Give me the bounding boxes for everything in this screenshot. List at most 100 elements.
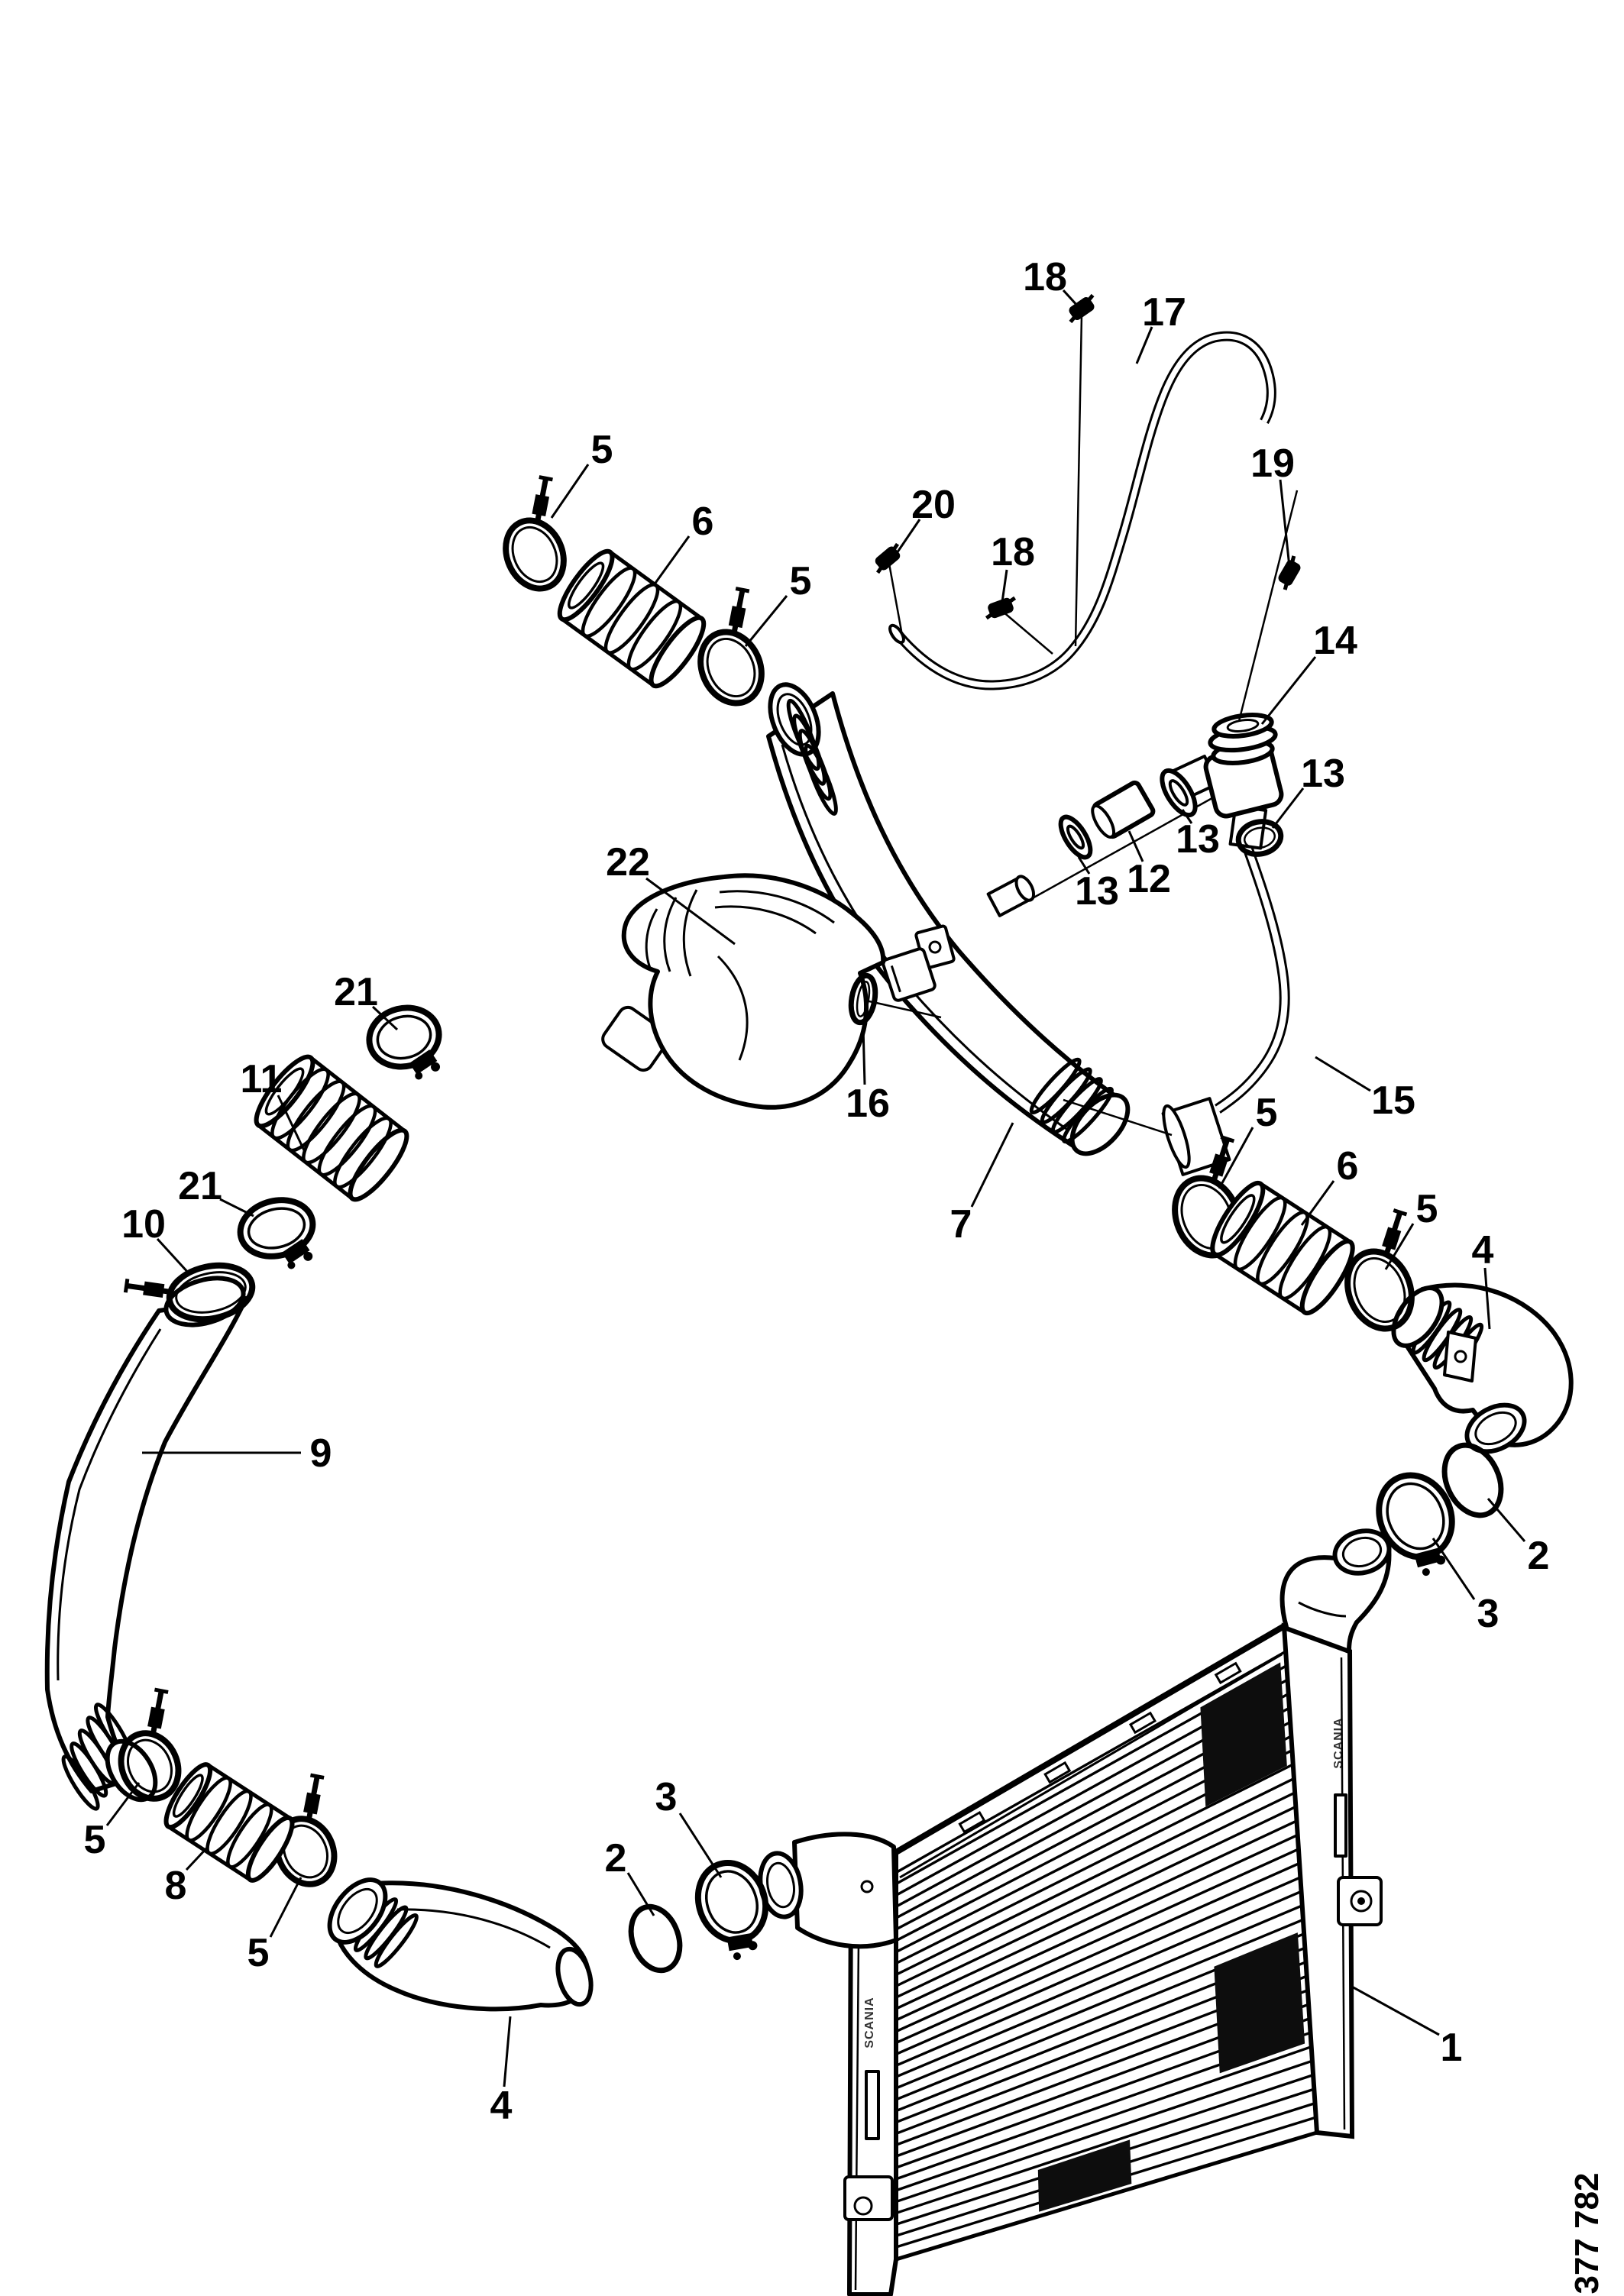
callout-label: 15: [1371, 1078, 1415, 1123]
hose-22-band-line-1: [719, 890, 835, 924]
callout-label: 4: [1472, 1228, 1494, 1273]
callout-label: 22: [606, 840, 650, 884]
callout-leader: [269, 1877, 302, 1938]
cooler-fin: [895, 1833, 1299, 2022]
callout-leader: [1487, 1498, 1526, 1542]
vclamp-ring-inner: [376, 1014, 432, 1060]
part-fitting-12: [1091, 780, 1156, 839]
clamp-band-inner: [175, 1271, 247, 1314]
clamp-band-inner: [1353, 1256, 1406, 1324]
callout-label: 17: [1142, 290, 1186, 335]
bellows-convolution: [302, 1091, 361, 1165]
right-tank-slot: [1334, 1793, 1347, 1858]
part-molded-hose-22: [601, 873, 937, 1110]
callout-18: 18: [1023, 255, 1080, 309]
callout-label: 1: [1441, 2026, 1463, 2070]
cooler-outlet-elbow: [792, 1832, 898, 1949]
inlet-elbow-crease: [1298, 1601, 1347, 1618]
part-vclamp-21b: [237, 1197, 316, 1269]
callout-leader: [1279, 479, 1291, 568]
right-bracket-bolt: [1357, 1897, 1365, 1905]
callout-label: 16: [846, 1082, 890, 1126]
bellows-convolution: [603, 583, 660, 655]
callout-10: 10: [121, 1202, 191, 1276]
callout-15: 15: [1315, 1056, 1415, 1123]
bellows-mouth-inner: [1220, 1194, 1256, 1244]
valve-assembly-axis-line: [1029, 779, 1244, 901]
callout-leader: [550, 464, 590, 519]
callout-leader: [970, 1122, 1014, 1208]
ring-inner: [1244, 826, 1276, 849]
callout-6: 6: [1300, 1144, 1359, 1226]
callout-14: 14: [1260, 619, 1357, 725]
callout-5: 5: [550, 428, 613, 519]
callout-13: 13: [1176, 809, 1220, 862]
vclamp-lug: [726, 1933, 754, 1952]
cooler-fin: [895, 1904, 1303, 2078]
callout-22: 22: [606, 840, 736, 946]
hose-22-rib-1: [645, 908, 658, 971]
hose-22-body: [621, 873, 886, 1110]
cooler-fin: [895, 2059, 1313, 2204]
part-vclamp-3b: [694, 1859, 769, 1961]
callout-leader: [862, 1026, 866, 1085]
part-oring-2b: [628, 1903, 683, 1974]
cooler-top-frame: [894, 1623, 1286, 1855]
callout-label: 13: [1176, 817, 1220, 862]
callout-leader: [892, 519, 921, 558]
callout-leader: [1350, 1984, 1440, 2036]
callout-leader: [1181, 809, 1193, 824]
part-bellows-8: [163, 1762, 295, 1883]
clip-tail: [985, 596, 1017, 620]
cooler-dark-patch: [1037, 2139, 1132, 2212]
callout-leader: [219, 1198, 254, 1218]
callout-17: 17: [1135, 290, 1186, 364]
part-elbow-4-left: [327, 1877, 594, 2012]
callout-label: 18: [1023, 255, 1067, 299]
callout-1: 1: [1350, 1984, 1463, 2070]
clamp-screw-housing: [728, 606, 746, 629]
part-hose-17: [888, 331, 1276, 690]
callout-5: 5: [744, 559, 811, 647]
cooler-outlet-port-inner: [766, 1861, 795, 1909]
hose-22-rib-2: [663, 897, 678, 972]
cooler-dark-patch: [1214, 1932, 1305, 2074]
vclamp-nut: [733, 1952, 741, 1961]
callout-leader: [678, 1813, 723, 1878]
callout-label: 6: [1337, 1144, 1359, 1188]
hose-17-inner: [896, 333, 1274, 688]
bellows-end: [348, 1127, 409, 1202]
hose-15-end-mouth: [1162, 1104, 1191, 1169]
part-clip-19: [1278, 555, 1301, 590]
callout-label: 2: [605, 1836, 627, 1880]
clamp-screw-tip: [539, 475, 553, 482]
part-vclamp-3a: [1376, 1472, 1455, 1576]
callout-leader: [1001, 569, 1008, 603]
brand-marking-left: SCANIA: [863, 1997, 876, 2048]
clamp-screw-tip: [154, 1687, 169, 1694]
callout-5: 5: [247, 1877, 302, 1975]
cooler-fin: [895, 1848, 1299, 2033]
pipe-7-top-mouth-inner: [776, 693, 813, 746]
callout-leader: [503, 2016, 512, 2087]
left-bracket-hole: [853, 2196, 873, 2216]
callout-leader: [1260, 656, 1317, 725]
cooler-fin: [895, 1763, 1294, 1965]
clamp-band: [166, 1262, 256, 1323]
callout-label: 5: [591, 428, 613, 472]
vclamp-bolt: [748, 1941, 758, 1951]
callout-19: 19: [1250, 441, 1295, 568]
callout-leader: [744, 595, 788, 647]
part-clamp-5d: [1344, 1208, 1415, 1332]
callout-13: 13: [1075, 856, 1119, 914]
callout-3: 3: [655, 1775, 723, 1878]
hose-15-inner: [1215, 848, 1288, 1112]
vclamp-ring-inner: [1386, 1482, 1445, 1551]
bellows-convolution: [626, 599, 683, 671]
clip-tail: [875, 542, 900, 574]
callout-leader: [277, 1095, 306, 1151]
callout-20: 20: [892, 483, 956, 558]
pipe-7-sensor-stub: [986, 875, 1036, 917]
frame-slot: [1043, 1761, 1072, 1784]
callout-leader: [645, 877, 736, 946]
